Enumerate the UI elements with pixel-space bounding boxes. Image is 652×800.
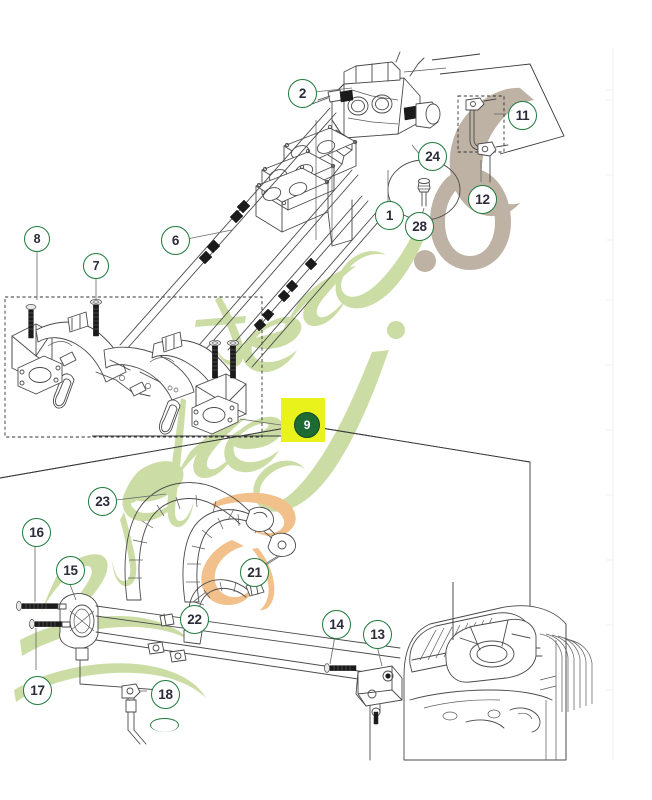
top-right-frame-lines [403,53,565,155]
callout-17[interactable]: 17 [23,676,52,705]
callout-1[interactable]: 1 [375,201,404,230]
callout-11[interactable]: 11 [508,101,537,130]
callout-28[interactable]: 28 [405,212,434,241]
manifold-gaskets [17,355,239,435]
callout-24[interactable]: 24 [418,142,447,171]
callout-9[interactable]: 9 [294,412,320,438]
section-separators [0,424,531,690]
callout-19[interactable] [150,718,179,732]
push-rod-tubes [119,107,387,368]
throttle-body-assembly [311,51,441,185]
air-intake-housing [59,593,401,691]
callout-14[interactable]: 14 [322,610,351,639]
callout-8[interactable]: 8 [24,226,50,252]
callout-7[interactable]: 7 [83,253,109,279]
breather-group-box [457,95,505,153]
callout-16[interactable]: 16 [22,518,51,547]
callout-15[interactable]: 15 [56,556,85,585]
shaft-clamps [147,613,187,663]
page-edge-ruler [606,48,614,760]
intake-bolts [16,601,71,629]
engine-block [403,605,593,761]
callout-2[interactable]: 2 [288,79,317,108]
callout-21[interactable]: 21 [240,558,269,587]
callout-23[interactable]: 23 [88,487,117,516]
mounting-bracket [324,663,403,761]
callout-6[interactable]: 6 [161,226,190,255]
callout-13[interactable]: 13 [363,620,392,649]
callout-18[interactable]: 18 [151,680,180,709]
drain-fitting [121,683,147,745]
callout-12[interactable]: 12 [468,185,497,214]
breather-tube-assembly [465,97,509,183]
intake-manifold-group-box [4,296,263,438]
manifold-bolts [25,298,239,379]
cylinder-head-covers [255,120,358,247]
large-ribbed-hose-upper [124,482,297,603]
callout-22[interactable]: 22 [180,605,209,634]
